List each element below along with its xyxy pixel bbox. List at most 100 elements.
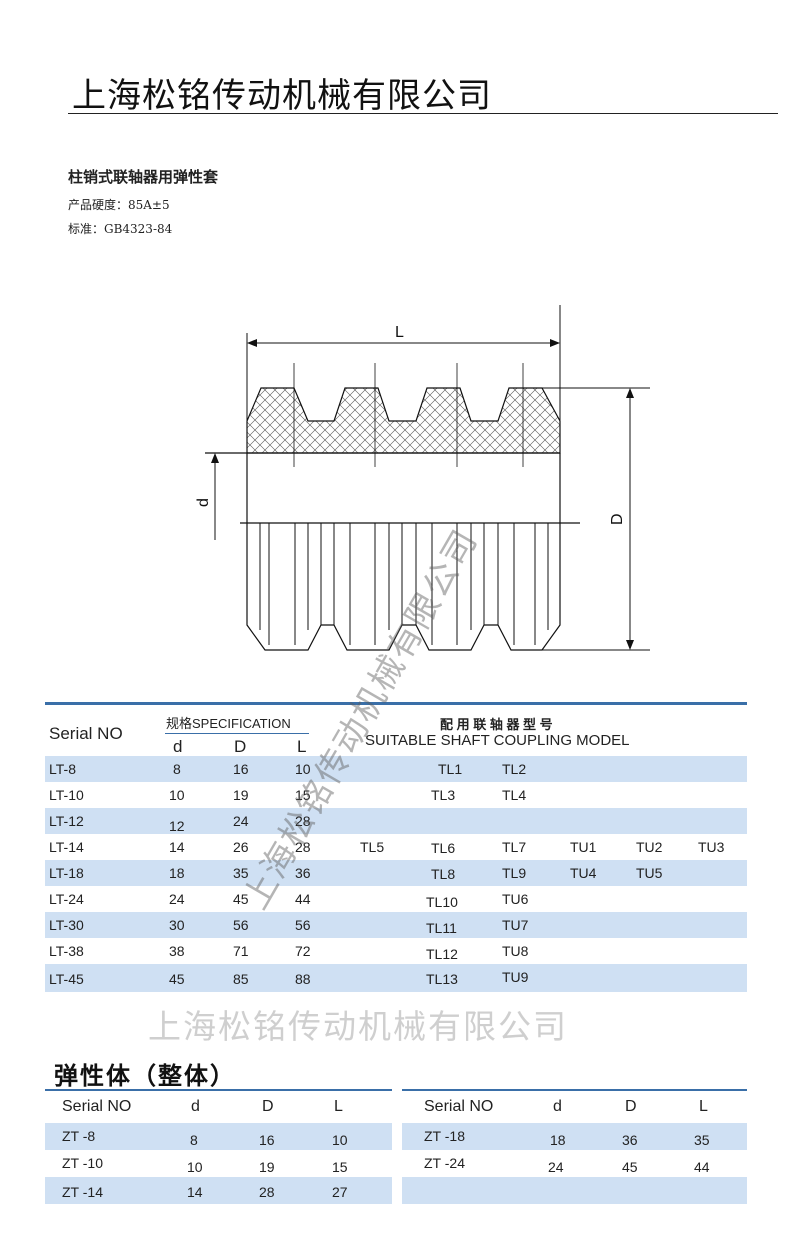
row-model: TU5	[636, 865, 663, 881]
row-L: 27	[332, 1184, 348, 1200]
row-L: 35	[694, 1132, 710, 1148]
table-row: ZT -14 14 28 27	[45, 1177, 392, 1204]
row-d: 10	[187, 1159, 203, 1175]
row-d: 8	[173, 761, 181, 777]
row-d: 12	[169, 818, 185, 834]
table-row: LT-38 38 71 72 TL12 TU8	[45, 938, 747, 964]
row-model: TU2	[636, 839, 663, 855]
table-row: LT-14 14 26 28 TL5 TL6 TL7 TU1 TU2 TU3	[45, 834, 747, 860]
row-D: 36	[622, 1132, 638, 1148]
table-header: Serial NO 规格SPECIFICATION 配 用 联 轴 器 型 号 …	[45, 705, 747, 756]
table-top-rule	[45, 702, 747, 705]
table-row: ZT -8 8 16 10	[45, 1123, 392, 1150]
row-serial: ZT -14	[62, 1184, 103, 1200]
row-d: 45	[169, 971, 185, 987]
row-d: 30	[169, 917, 185, 933]
row-model: TL3	[431, 787, 456, 803]
row-serial: ZT -10	[62, 1155, 103, 1171]
row-serial: LT-12	[49, 813, 84, 829]
row-model: TL10	[426, 894, 458, 910]
row-model: TL11	[426, 920, 457, 936]
table-row: LT-30 30 56 56 TL11 TU7	[45, 912, 747, 938]
sleeve-technical-drawing: L D d	[195, 305, 650, 651]
table-row: LT-45 45 85 88 TL13 TU9	[45, 964, 747, 992]
row-serial: ZT -24	[424, 1155, 465, 1171]
header-D: D	[625, 1098, 637, 1115]
row-d: 14	[169, 839, 185, 855]
dimension-L-label: L	[395, 324, 404, 341]
row-serial: LT-45	[49, 971, 84, 987]
row-serial: LT-30	[49, 917, 84, 933]
table-row: LT-18 18 35 36 TL8 TL9 TU4 TU5	[45, 860, 747, 886]
row-D: 16	[259, 1132, 275, 1148]
row-D: 45	[233, 891, 249, 907]
row-model: TU6	[502, 891, 529, 907]
row-model: TU1	[570, 839, 597, 855]
product-title: 柱销式联轴器用弹性套	[68, 168, 219, 186]
header-serial-no: Serial NO	[49, 724, 123, 743]
row-model: TU7	[502, 917, 529, 933]
table-header: Serial NO d D L	[402, 1091, 747, 1121]
dimension-d-label: d	[195, 498, 212, 507]
header-serial-no: Serial NO	[62, 1098, 132, 1115]
header-L: L	[334, 1098, 343, 1115]
row-serial: LT-14	[49, 839, 84, 855]
row-L: 88	[295, 971, 311, 987]
row-D: 85	[233, 971, 249, 987]
row-D: 19	[259, 1159, 275, 1175]
product-standard: 标准：GB4323-84	[68, 222, 173, 236]
header-specification: 规格SPECIFICATION	[166, 716, 291, 731]
dimension-D-label: D	[609, 513, 626, 525]
row-model: TL8	[431, 866, 456, 882]
row-model: TL1	[438, 761, 463, 777]
row-d: 8	[190, 1132, 198, 1148]
table-top-rule	[402, 1089, 747, 1091]
row-model: TL6	[431, 840, 456, 856]
row-d: 24	[169, 891, 185, 907]
row-d: 38	[169, 943, 185, 959]
row-serial: LT-8	[49, 761, 76, 777]
table-row	[402, 1177, 747, 1204]
company-name: 上海松铭传动机械有限公司	[72, 76, 492, 116]
header-D: D	[234, 737, 247, 756]
row-model: TL2	[502, 761, 527, 777]
header-serial-no: Serial NO	[424, 1098, 494, 1115]
row-model: TL9	[502, 865, 527, 881]
row-serial: ZT -8	[62, 1128, 96, 1144]
header-d: d	[191, 1098, 200, 1115]
row-model: TL13	[426, 971, 458, 987]
row-L: 10	[295, 761, 311, 777]
table-row: ZT -18 18 36 35	[402, 1123, 747, 1150]
header-coupling-cn: 配 用 联 轴 器 型 号	[440, 717, 553, 732]
header-divider	[68, 113, 778, 114]
row-L: 56	[295, 917, 311, 933]
table-row: ZT -24 24 45 44	[402, 1150, 747, 1177]
row-serial: LT-10	[49, 787, 84, 803]
row-model: TU8	[502, 943, 529, 959]
row-D: 26	[233, 839, 249, 855]
table-row: LT-12 12 24 28	[45, 808, 747, 834]
row-D: 71	[233, 943, 249, 959]
integral-section-title: 弹性体（整体）	[54, 1062, 236, 1090]
row-L: 44	[295, 891, 311, 907]
row-L: 28	[295, 839, 311, 855]
row-serial: LT-18	[49, 865, 84, 881]
row-d: 18	[169, 865, 185, 881]
row-serial: LT-38	[49, 943, 84, 959]
row-L: 10	[332, 1132, 348, 1148]
row-serial: ZT -18	[424, 1128, 465, 1144]
table-row: ZT -10 10 19 15	[45, 1150, 392, 1177]
row-D: 16	[233, 761, 249, 777]
product-hardness: 产品硬度：85A±5	[68, 198, 170, 212]
row-D: 28	[259, 1184, 275, 1200]
row-model: TU3	[698, 839, 725, 855]
row-L: 36	[295, 865, 311, 881]
table-top-rule	[45, 1089, 392, 1091]
row-d: 14	[187, 1184, 203, 1200]
integral-table-right: Serial NO d D L ZT -18 18 36 35 ZT -24 2…	[402, 1089, 747, 1204]
row-d: 24	[548, 1159, 564, 1175]
header-coupling-en: SUITABLE SHAFT COUPLING MODEL	[365, 732, 630, 749]
row-d: 18	[550, 1132, 566, 1148]
row-model: TL4	[502, 787, 527, 803]
spec-header-rule	[165, 733, 309, 734]
